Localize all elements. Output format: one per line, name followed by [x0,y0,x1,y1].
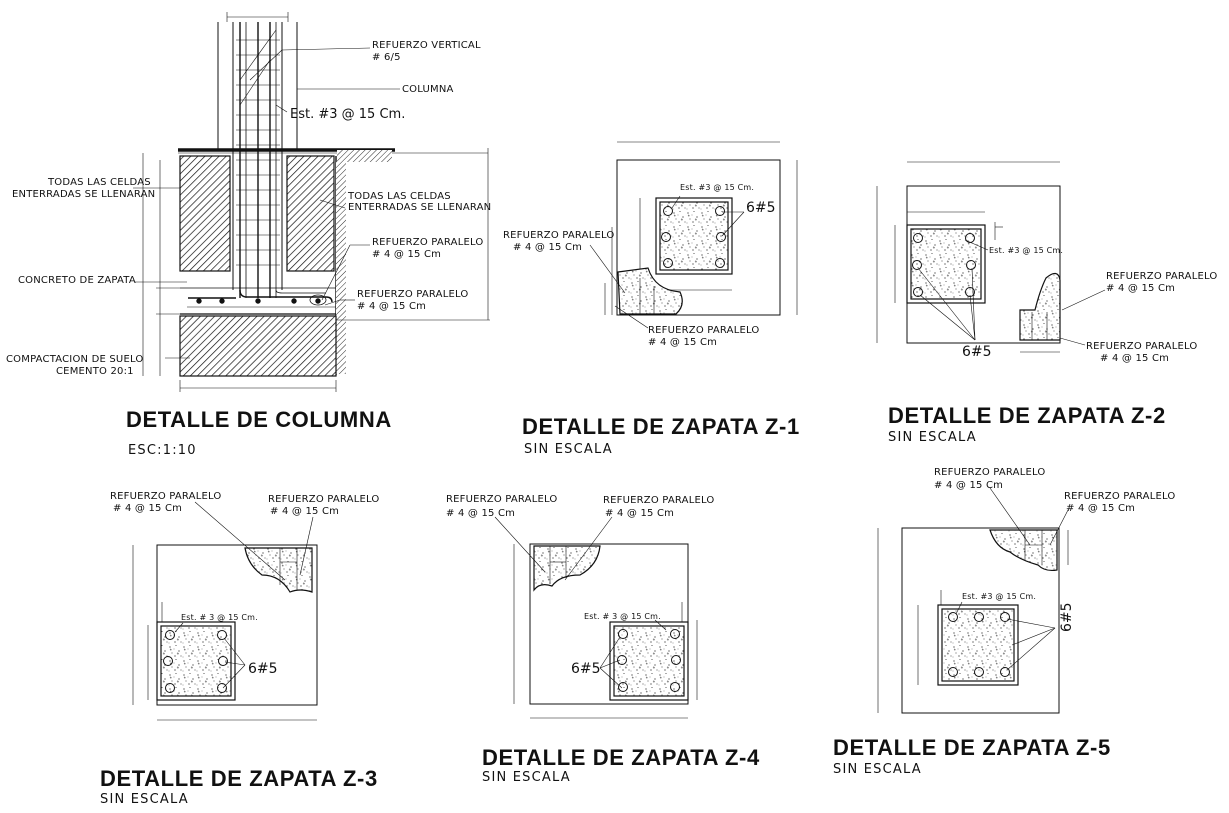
z3-parallel-b-1: REFUERZO PARALELO [268,494,380,505]
z4-scale: SIN ESCALA [482,770,571,785]
z1-parallel-left-a: REFUERZO PARALELO [503,230,615,241]
label-parallel-1b: # 4 @ 15 Cm [372,249,441,260]
z5-bars: 6#5 [1059,602,1075,632]
z1-parallel-bottom-b: # 4 @ 15 Cm [648,337,717,348]
z2-bars: 6#5 [962,344,992,360]
z1-title: DETALLE DE ZAPATA Z-1 [522,414,800,439]
z2-scale: SIN ESCALA [888,430,977,445]
z4-parallel-b-1: REFUERZO PARALELO [603,495,715,506]
footing-z3 [132,501,318,721]
z3-title: DETALLE DE ZAPATA Z-3 [100,766,378,791]
z2-parallel-b-2: # 4 @ 15 Cm [1100,353,1169,364]
column-detail-labels: REFUERZO VERTICAL # 6/5 COLUMNA Est. #3 … [6,40,491,458]
z5-stirrup: Est. #3 @ 15 Cm. [962,592,1036,601]
label-vertical-rebar: REFUERZO VERTICAL [372,40,481,51]
footing-z5 [877,487,1069,714]
z5-title: DETALLE DE ZAPATA Z-5 [833,735,1111,760]
label-parallel-2b: # 4 @ 15 Cm [357,301,426,312]
z1-parallel-left-b: # 4 @ 15 Cm [513,242,582,253]
label-cells-left-2: ENTERRADAS SE LLENARAN [12,189,155,200]
z4-parallel-a-2: # 4 @ 15 Cm [446,508,515,519]
footing-z4-labels: Est. # 3 @ 15 Cm. 6#5 REFUERZO PARALELO … [446,494,760,785]
z5-parallel-a-2: # 4 @ 15 Cm [934,480,1003,491]
label-vertical-rebar-size: # 6/5 [372,52,401,63]
z4-stirrup: Est. # 3 @ 15 Cm. [584,612,661,621]
footing-z1 [589,141,798,329]
footing-z4 [494,516,698,719]
z2-parallel-b-1: REFUERZO PARALELO [1086,341,1198,352]
label-soil-1: COMPACTACION DE SUELO [6,354,143,365]
z2-parallel-a-1: REFUERZO PARALELO [1106,271,1218,282]
footing-z3-labels: Est. # 3 @ 15 Cm. 6#5 REFUERZO PARALELO … [100,491,380,807]
label-cells-right-2: ENTERRADAS SE LLENARAN [348,202,491,213]
label-soil-2: CEMENTO 20:1 [56,366,134,377]
z5-parallel-b-2: # 4 @ 15 Cm [1066,503,1135,514]
z5-parallel-b-1: REFUERZO PARALELO [1064,491,1176,502]
column-detail-scale: ESC:1:10 [128,443,197,458]
z2-stirrup: Est. #3 @ 15 Cm. [989,246,1063,255]
column-detail-title: DETALLE DE COLUMNA [126,407,392,432]
label-cells-left-1: TODAS LAS CELDAS [47,177,151,188]
z4-parallel-a-1: REFUERZO PARALELO [446,494,558,505]
z1-bars: 6#5 [746,200,776,216]
z1-stirrup: Est. #3 @ 15 Cm. [680,183,754,192]
z3-scale: SIN ESCALA [100,792,189,807]
z3-bars: 6#5 [248,661,278,677]
z3-parallel-a-2: # 4 @ 15 Cm [113,503,182,514]
column-detail [133,12,490,392]
z4-parallel-b-2: # 4 @ 15 Cm [605,508,674,519]
z3-parallel-b-2: # 4 @ 15 Cm [270,506,339,517]
z2-title: DETALLE DE ZAPATA Z-2 [888,403,1166,428]
z3-stirrup: Est. # 3 @ 15 Cm. [181,613,258,622]
footing-z2 [876,161,1106,353]
z1-parallel-bottom-a: REFUERZO PARALELO [648,325,760,336]
z1-scale: SIN ESCALA [524,442,613,457]
z2-parallel-a-2: # 4 @ 15 Cm [1106,283,1175,294]
z5-scale: SIN ESCALA [833,762,922,777]
z4-bars: 6#5 [571,661,601,677]
footing-z1-labels: Est. #3 @ 15 Cm. 6#5 REFUERZO PARALELO #… [503,183,800,457]
label-parallel-1a: REFUERZO PARALELO [372,237,484,248]
label-column: COLUMNA [402,84,454,95]
z5-parallel-a-1: REFUERZO PARALELO [934,467,1046,478]
label-parallel-2a: REFUERZO PARALELO [357,289,469,300]
z3-parallel-a-1: REFUERZO PARALELO [110,491,222,502]
footing-z2-labels: Est. #3 @ 15 Cm. 6#5 REFUERZO PARALELO #… [888,246,1218,445]
label-cells-right-1: TODAS LAS CELDAS [347,191,451,202]
label-stirrup: Est. #3 @ 15 Cm. [290,107,405,122]
z4-title: DETALLE DE ZAPATA Z-4 [482,745,760,770]
label-concrete: CONCRETO DE ZAPATA [18,275,136,286]
footing-z5-labels: Est. #3 @ 15 Cm. 6#5 REFUERZO PARALELO #… [833,467,1176,777]
